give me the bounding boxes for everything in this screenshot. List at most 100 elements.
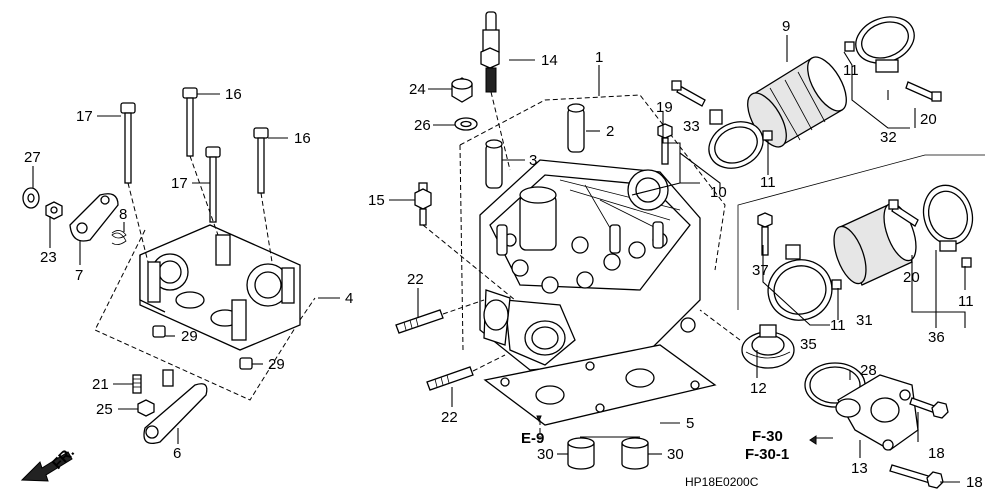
- band-36: [922, 184, 974, 252]
- bolt-17-left: [120, 102, 149, 263]
- valve-guide-2: [567, 103, 585, 153]
- bolt-16-right: [253, 127, 273, 263]
- stud-bolt-22-lower: [426, 354, 506, 391]
- leader-lines: [32, 35, 966, 483]
- washer-26: [454, 117, 478, 131]
- ref-f30-1[interactable]: F-30-1: [745, 446, 789, 463]
- nut-11-lower-right: [961, 257, 972, 268]
- callout-37: 37: [752, 262, 769, 279]
- callout-11a: 11: [843, 62, 859, 79]
- callout-4: 4: [345, 290, 353, 307]
- cap-nut-24: [451, 77, 473, 103]
- thermostat-12: [699, 309, 795, 369]
- callout-18a: 18: [928, 445, 945, 462]
- callout-27: 27: [24, 149, 41, 166]
- cylinder-head-group: [395, 11, 726, 470]
- callout-16b: 16: [294, 130, 311, 147]
- callout-11d: 11: [830, 317, 846, 334]
- callout-36: 36: [928, 329, 945, 346]
- nut-11-mid: [762, 130, 773, 141]
- camshaft-holder-group: [22, 87, 316, 445]
- callout-13: 13: [851, 460, 868, 477]
- callout-numbers: 1 2 3 4 5 6 7 8 9 10 11 11 11 11 12 13 1…: [24, 18, 983, 491]
- callout-20b: 20: [903, 269, 920, 286]
- nut-11-lower: [831, 279, 842, 290]
- callout-17a: 17: [76, 108, 93, 125]
- spark-plug-14: [480, 11, 511, 171]
- callout-28: 28: [860, 362, 877, 379]
- bolt-17-mid: [205, 146, 221, 223]
- band-32: [855, 16, 915, 73]
- rocker-arm-7: [69, 193, 119, 242]
- thermostat-group: [699, 309, 949, 489]
- nut-23: [45, 201, 63, 220]
- front-direction-arrow-icon: FR.: [20, 444, 78, 482]
- callout-22b: 22: [441, 409, 458, 426]
- dowel-pin-30-left: [567, 437, 595, 470]
- callout-19: 19: [656, 99, 673, 116]
- washer-27: [22, 187, 40, 209]
- band-35: [767, 244, 833, 321]
- callout-23: 23: [40, 249, 57, 266]
- callout-24: 24: [409, 81, 426, 98]
- callout-1: 1: [595, 49, 603, 66]
- head-gasket-5: [483, 344, 717, 426]
- ref-f30[interactable]: F-30: [752, 428, 783, 445]
- callout-25: 25: [96, 401, 113, 418]
- reference-labels: E-9 F-30 F-30-1 HP18E0200C: [521, 415, 817, 489]
- camshaft-holder: [139, 224, 301, 351]
- callout-5: 5: [686, 415, 694, 432]
- rocker-arm-6: [143, 383, 208, 445]
- callout-22a: 22: [407, 271, 424, 288]
- ref-e9[interactable]: E-9: [521, 430, 544, 447]
- insulator-31: [833, 202, 917, 286]
- screw-33: [671, 80, 706, 107]
- stud-bolt-22-upper: [395, 299, 485, 334]
- callout-21: 21: [92, 376, 109, 393]
- callout-16a: 16: [225, 86, 242, 103]
- callout-10: 10: [710, 184, 727, 201]
- dowel-pin-30-right: [621, 437, 649, 470]
- cylinder-head: [479, 159, 701, 371]
- callout-7: 7: [75, 267, 83, 284]
- nut-11-upper: [844, 41, 855, 52]
- screw-20-upper: [905, 81, 942, 102]
- screw-20-lower: [888, 199, 919, 227]
- callout-14: 14: [541, 52, 558, 69]
- callout-12: 12: [750, 380, 767, 397]
- callout-30b: 30: [667, 446, 684, 463]
- temperature-sensor-15: [414, 182, 516, 301]
- dowel-pin-29-lower: [239, 357, 253, 370]
- callout-30a: 30: [537, 446, 554, 463]
- spring-8: [111, 230, 127, 245]
- band-10: [708, 109, 764, 169]
- callout-17b: 17: [171, 175, 188, 192]
- nut-25: [137, 399, 155, 417]
- callout-9: 9: [782, 18, 790, 35]
- lower-insulator-group: [737, 154, 985, 321]
- callout-35: 35: [800, 336, 817, 353]
- callout-18b: 18: [966, 474, 983, 491]
- callout-31: 31: [856, 312, 873, 329]
- diagram-code: HP18E0200C: [685, 475, 759, 489]
- bolt-18-upper: [909, 397, 949, 419]
- insulator-9: [747, 56, 847, 148]
- water-outlet-cover-13: [835, 374, 919, 451]
- callout-32: 32: [880, 129, 897, 146]
- bolt-19: [657, 123, 673, 165]
- callout-15: 15: [368, 192, 385, 209]
- upper-insulator-group: [631, 16, 942, 196]
- callout-11c: 11: [958, 293, 974, 310]
- callout-6: 6: [173, 445, 181, 462]
- callout-29a: 29: [181, 328, 198, 345]
- callout-29b: 29: [268, 356, 285, 373]
- callout-11b: 11: [760, 174, 776, 191]
- callout-8: 8: [119, 206, 127, 223]
- callout-26: 26: [414, 117, 431, 134]
- bolt-16-left: [182, 87, 219, 236]
- callout-33: 33: [683, 118, 700, 135]
- bolt-18-lower: [889, 464, 944, 489]
- screw-37: [757, 212, 773, 256]
- callout-2: 2: [606, 123, 614, 140]
